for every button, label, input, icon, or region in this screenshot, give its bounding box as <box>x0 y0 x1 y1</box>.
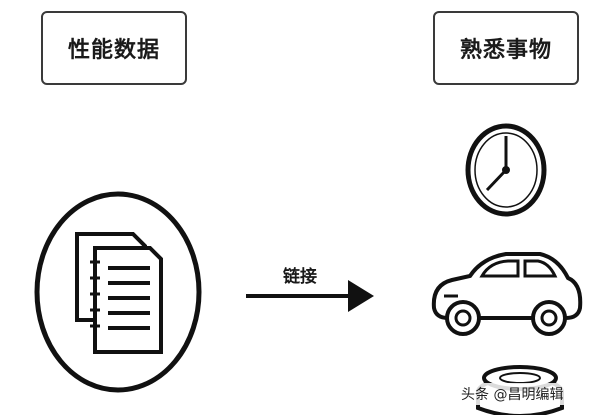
performance-data-text: 性能数据 <box>67 38 160 63</box>
watermark: 头条 @昌明编辑 <box>455 383 570 405</box>
car-icon <box>431 252 583 336</box>
clock-icon <box>465 123 547 217</box>
link-label: 链接 <box>283 267 317 287</box>
documents-icon <box>34 191 202 393</box>
link-arrow <box>246 280 374 312</box>
familiar-things-text: 熟悉事物 <box>459 38 552 63</box>
familiar-things-label: 熟悉事物 <box>433 11 579 85</box>
performance-data-label: 性能数据 <box>41 11 187 85</box>
